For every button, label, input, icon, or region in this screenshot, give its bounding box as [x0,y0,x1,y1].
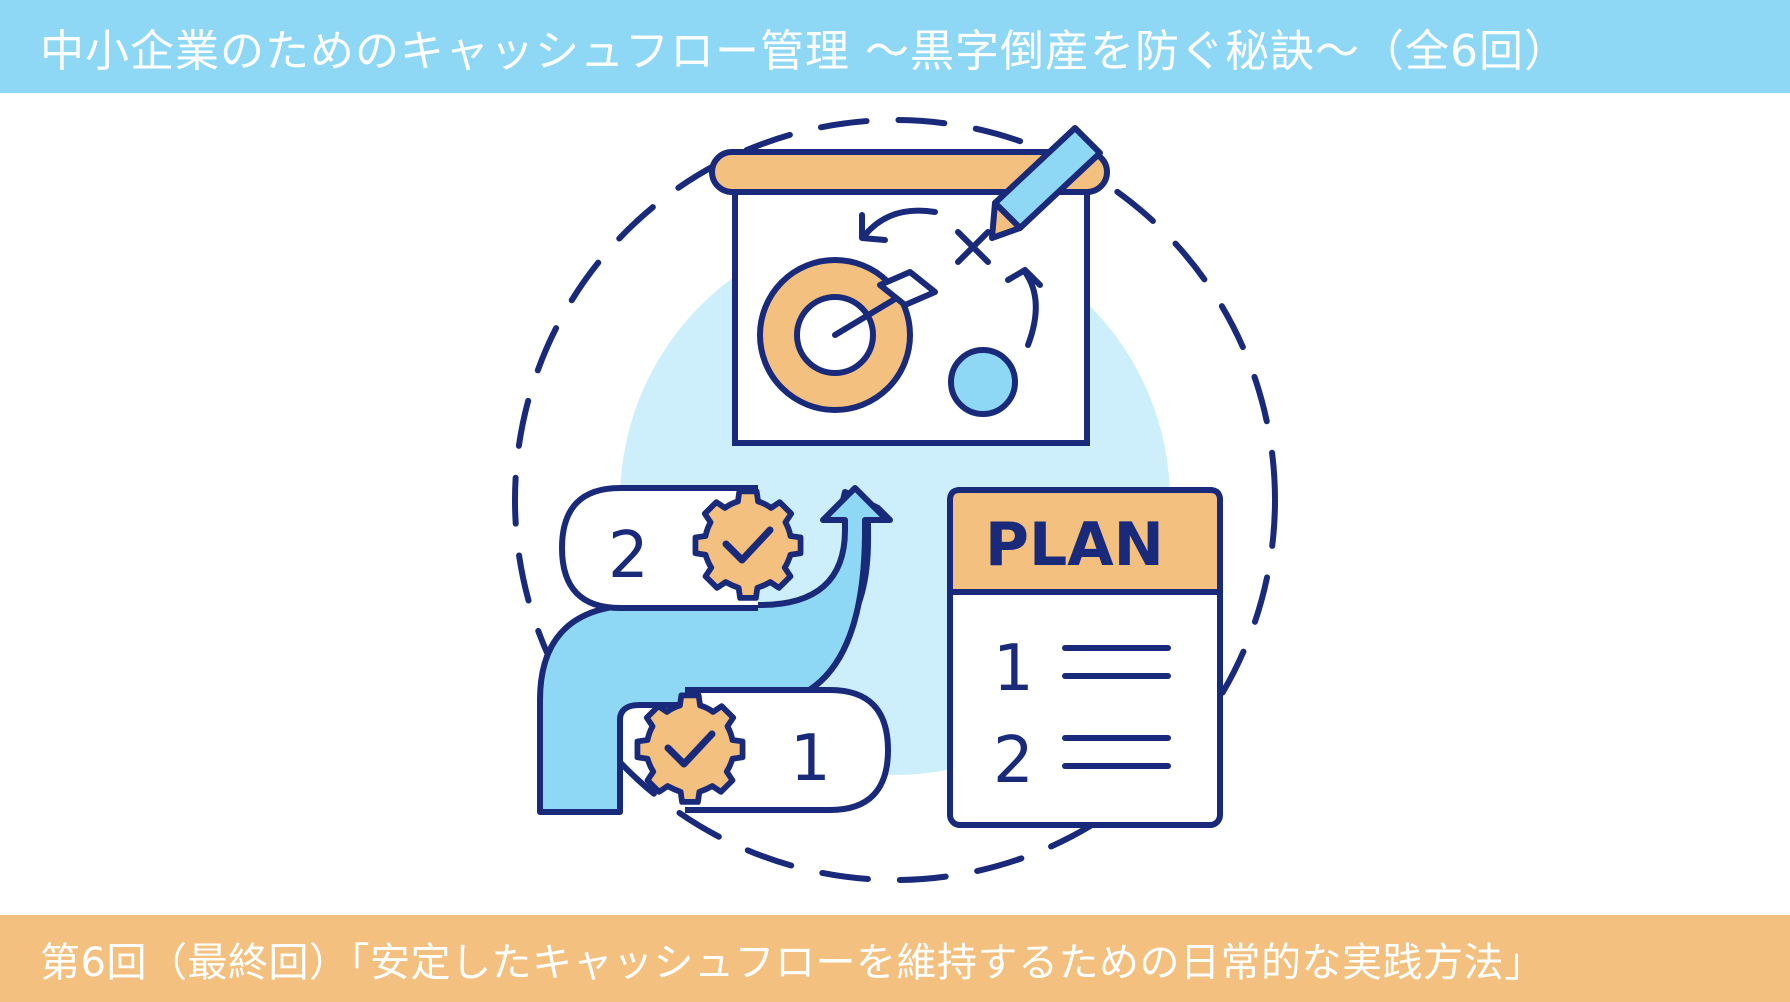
target-icon [757,257,938,413]
series-title: 中小企業のためのキャッシュフロー管理 〜黒字倒産を防ぐ秘訣〜（全6回） [40,25,1569,77]
step-1-pill: 1 [685,687,892,813]
growth-path-arrow [537,485,893,815]
plan-document-icon: PLAN 1 2 [947,487,1223,828]
episode-subtitle: 第6回（最終回）「安定したキャッシュフローを維持するための日常的な実践方法」 [40,939,1545,986]
step-number-1: 1 [790,722,831,796]
gear-check-icon [692,488,804,601]
plan-list-lines [1062,645,1171,769]
title-banner: 中小企業のためのキャッシュフロー管理 〜黒字倒産を防ぐ秘訣〜（全6回） [0,0,1790,93]
plan-label: PLAN [985,510,1164,580]
left-arrow-icon [859,207,938,243]
curved-arrow-icon [1005,267,1043,348]
plan-list-number: 1 [993,632,1034,706]
dashed-ring [512,117,1278,883]
marker-circle [948,347,1018,417]
x-mark-icon [955,229,991,265]
episode-banner: 第6回（最終回）「安定したキャッシュフローを維持するための日常的な実践方法」 [0,915,1790,1002]
pencil-icon [989,125,1103,241]
plan-list-number: 2 [993,724,1034,798]
gear-check-icon [634,692,746,805]
step-number-2: 2 [608,519,649,593]
